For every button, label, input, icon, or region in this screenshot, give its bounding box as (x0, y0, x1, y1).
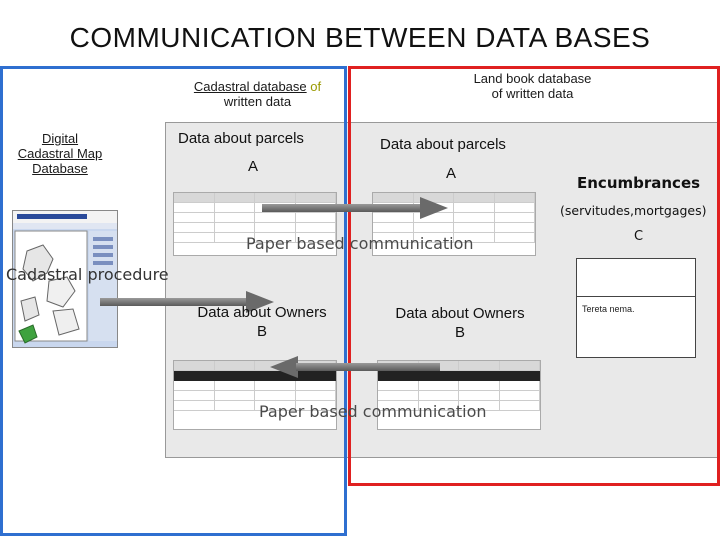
cadastral-owners-letter: B (256, 323, 267, 340)
map-thumbnail-graphic (13, 211, 117, 344)
cadastral-map-thumbnail (12, 210, 118, 348)
cadastral-database-label: Cadastral database (193, 79, 307, 94)
written-data-label: written data (223, 94, 292, 109)
encumbrances-letter: C (634, 229, 644, 244)
cadastral-owners-label: Data about Owners B (184, 303, 340, 341)
land-book-line2: of written data (491, 86, 574, 101)
land-book-line1: Land book database (473, 71, 592, 86)
paper-communication-owners: Paper based communication (259, 402, 487, 421)
encumbrances-subtitle: (servitudes,mortgages) (560, 203, 707, 218)
land-book-owners-label: Data about Owners B (382, 304, 538, 342)
digital-map-line2: Cadastral Map (17, 146, 103, 161)
owners-arrow-right (100, 291, 274, 313)
cadastral-database-frame (0, 66, 347, 536)
cadastral-parcels-label: Data about parcels (178, 130, 304, 147)
cadastral-parcels-letter: A (248, 158, 259, 175)
page-title: COMMUNICATION BETWEEN DATA BASES (69, 22, 651, 53)
cadastral-owners-table (173, 360, 337, 430)
land-book-owners-letter: B (454, 324, 465, 341)
cadastral-owners-line1: Data about Owners (197, 304, 327, 321)
land-book-owners-line1: Data about Owners (395, 305, 525, 322)
digital-map-line1: Digital (41, 131, 79, 146)
encumbrances-box-bottom (576, 296, 696, 358)
encumbrances-title: Encumbrances (577, 174, 701, 192)
encumbrances-box-text: Tereta nema. (582, 304, 635, 314)
cadastral-of-label: of (306, 79, 322, 94)
land-book-parcels-label: Data about parcels (380, 136, 506, 153)
land-book-parcels-letter: A (446, 165, 457, 182)
paper-communication-parcels: Paper based communication (246, 234, 474, 253)
cadastral-database-header: Cadastral database of written data (170, 79, 345, 109)
land-book-database-header: Land book database of written data (440, 71, 625, 101)
land-book-parcels-table (372, 192, 536, 256)
digital-map-line3: Database (32, 161, 88, 176)
cadastral-parcels-table (173, 192, 337, 256)
parcels-arrow-right (262, 197, 448, 219)
owners-arrow-left (270, 356, 440, 378)
land-book-owners-table (377, 360, 541, 430)
land-book-database-frame (348, 66, 720, 486)
cadastral-procedure-label: Cadastral procedure (6, 265, 169, 284)
digital-cadastral-map-label: Digital Cadastral Map Database (5, 131, 115, 176)
